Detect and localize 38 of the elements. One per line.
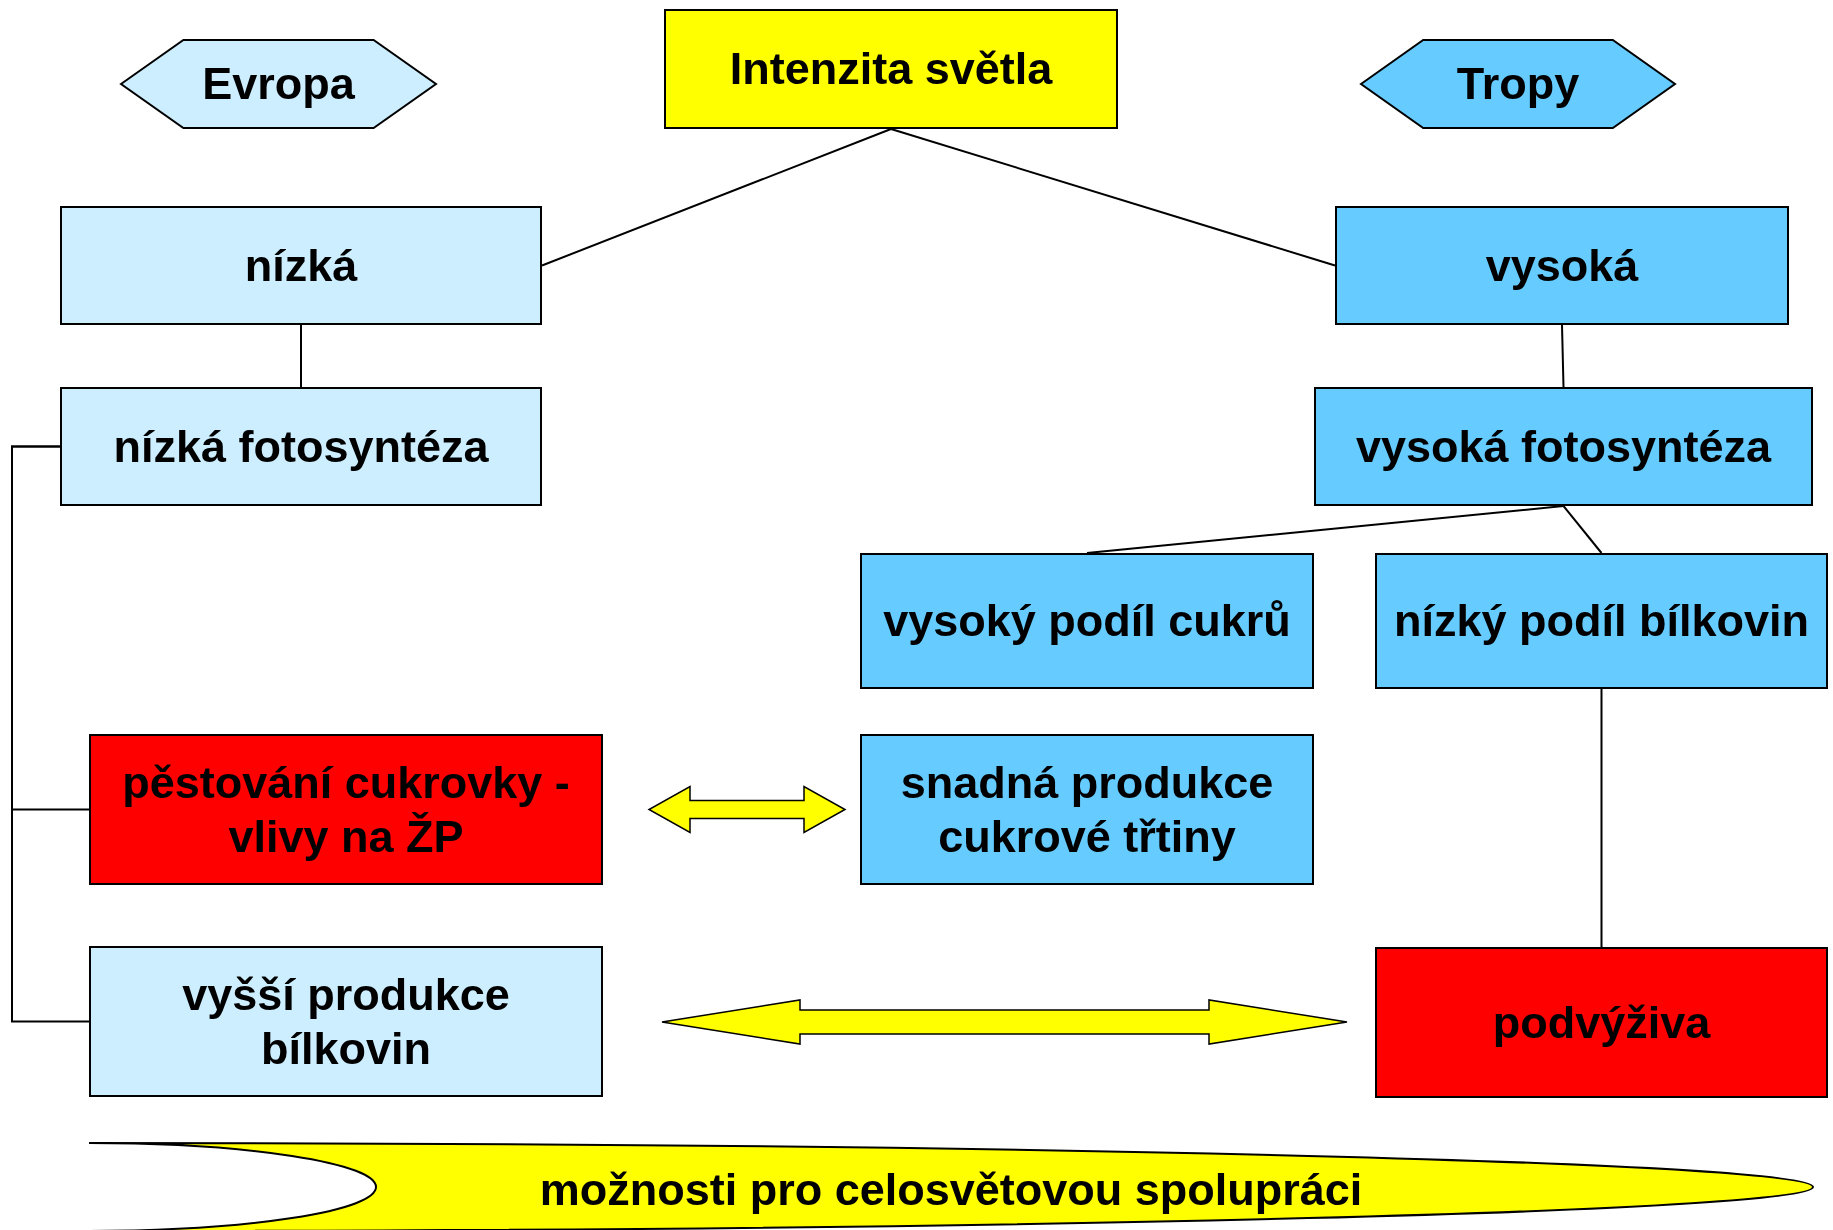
process-box [1314, 387, 1813, 506]
node-label: vysoká [1485, 238, 1639, 293]
node-label: nízká fotosyntéza [113, 419, 489, 474]
process-box [860, 734, 1314, 885]
connector-line [541, 128, 892, 267]
process-box [1375, 947, 1828, 1098]
process-box [860, 553, 1314, 689]
title-box [664, 9, 1118, 129]
node-label: Evropa [202, 57, 355, 111]
process-box [1375, 553, 1828, 689]
node-label: nízký podíl bílkovin [1393, 594, 1809, 648]
node-label: vysoká fotosyntéza [1355, 419, 1772, 474]
connector-line [1086, 505, 1565, 554]
process-box [89, 734, 603, 885]
node-label: pěstování cukrovky - vlivy na ŽP [121, 755, 571, 864]
process-box [60, 387, 542, 506]
process-box [1335, 206, 1789, 325]
node-label: nízká [244, 238, 358, 293]
connector-line [300, 324, 302, 388]
node-label: možnosti pro celosvětovou spolupráci [539, 1163, 1363, 1217]
connector-line [890, 128, 1336, 267]
region-hexagon [120, 39, 437, 129]
connector-line [1562, 505, 1603, 554]
double-block-arrow [647, 785, 847, 834]
title-text: Intenzita světla [729, 42, 1053, 96]
node-label: Tropy [1456, 57, 1580, 111]
connector-line [11, 445, 90, 1023]
process-box [60, 206, 542, 325]
node-label: vyšší produkce bílkovin [181, 967, 511, 1076]
region-hexagon [1360, 39, 1676, 129]
node-label: vysoký podíl cukrů [883, 594, 1291, 648]
process-box [89, 946, 603, 1097]
connector-line [1600, 688, 1603, 948]
connector-line [1561, 324, 1565, 388]
node-label: podvýživa [1492, 995, 1711, 1050]
banner-shape [89, 1142, 1813, 1230]
double-block-arrow [661, 999, 1348, 1045]
node-label: snadná produkce cukrové třtiny [899, 755, 1275, 864]
